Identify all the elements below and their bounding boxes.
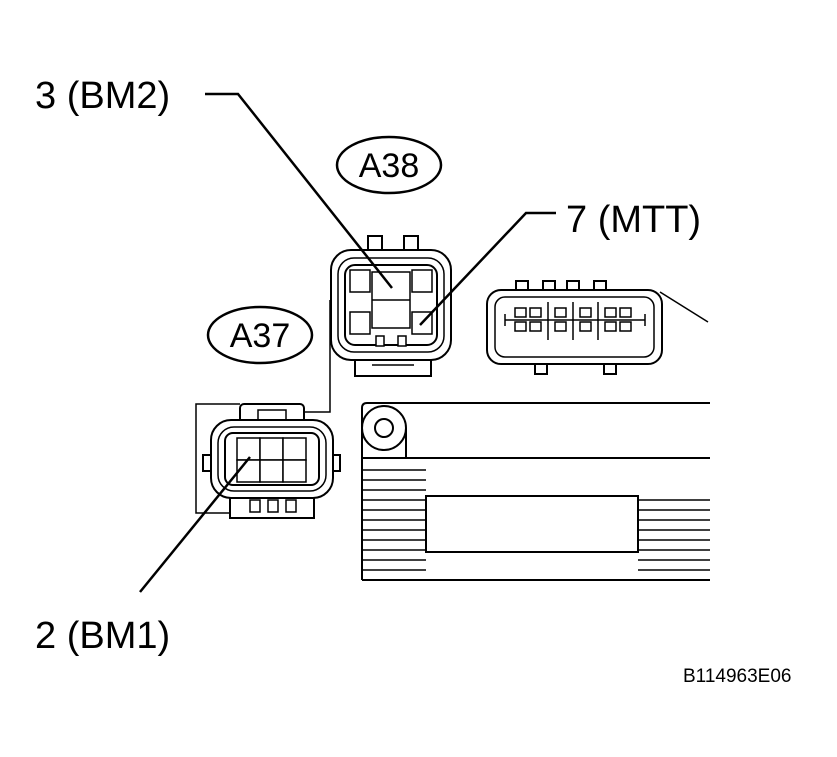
leader-bm1 bbox=[139, 456, 251, 593]
large-connector bbox=[486, 280, 663, 375]
badge-a38-label: A38 bbox=[359, 147, 420, 185]
callout-bm2: 3 (BM2) bbox=[35, 75, 170, 117]
badge-a38: A38 bbox=[335, 135, 443, 195]
a37-connector bbox=[202, 403, 341, 519]
ecu-housing bbox=[361, 402, 710, 581]
leader-bm2 bbox=[205, 92, 393, 289]
badge-a37-label: A37 bbox=[230, 317, 291, 355]
figure-code: B114963E06 bbox=[683, 666, 791, 687]
large-connector-pins bbox=[504, 302, 646, 340]
badge-a37: A37 bbox=[206, 305, 314, 365]
callout-mtt: 7 (MTT) bbox=[566, 199, 701, 241]
a38-connector bbox=[330, 235, 452, 377]
leader-mtt bbox=[419, 211, 556, 326]
leader-lines bbox=[139, 92, 556, 593]
callout-bm1: 2 (BM1) bbox=[35, 615, 170, 657]
